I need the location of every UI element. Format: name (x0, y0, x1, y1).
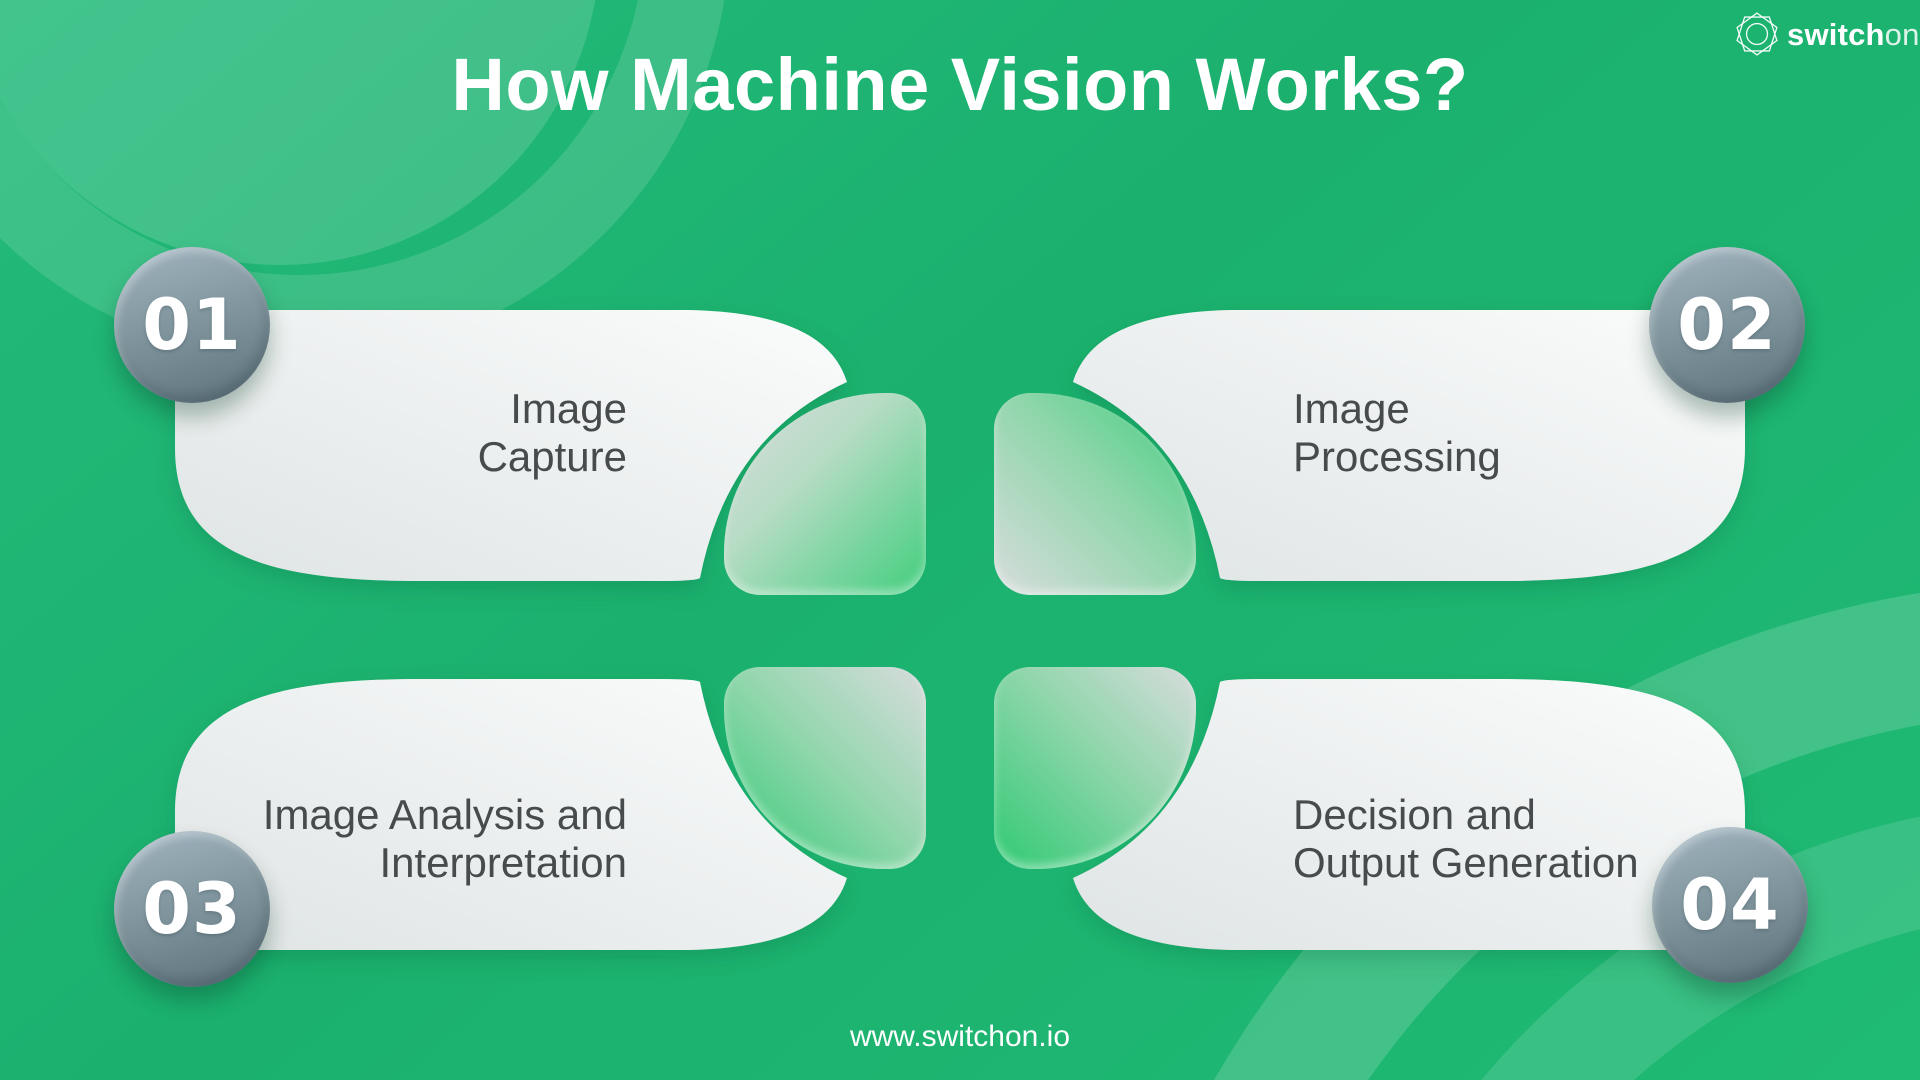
card-shape-step-2 (1073, 310, 1745, 581)
step-badge-2: 02 (1649, 247, 1805, 403)
step-label-line: Image Analysis and (262, 791, 627, 838)
step-number: 01 (142, 284, 242, 366)
step-label-line: Image (510, 385, 627, 432)
step-label-line: Output Generation (1293, 839, 1639, 886)
footer-url: www.switchon.io (849, 1020, 1071, 1053)
page-title: How Machine Vision Works? (451, 43, 1469, 126)
brand-logo-text-light: on (1884, 16, 1920, 52)
step-badge-1: 01 (114, 247, 270, 403)
step-label-2: Image Processing (1293, 385, 1813, 481)
step-label-line: Processing (1293, 433, 1501, 480)
step-number: 02 (1677, 284, 1777, 366)
step-number: 03 (142, 868, 242, 950)
brand-logo-text: switchon (1787, 19, 1920, 50)
step-label-1: Image Capture (107, 385, 627, 481)
step-badge-4: 04 (1652, 827, 1808, 983)
card-shape-step-4 (1073, 679, 1745, 950)
step-label-line: Interpretation (379, 839, 628, 886)
card-shape-step-1 (175, 310, 847, 581)
brand-logo: switchon (1735, 12, 1920, 56)
brand-logo-text-bold: switch (1787, 16, 1885, 52)
step-label-line: Image (1293, 385, 1410, 432)
step-badge-3: 03 (114, 831, 270, 987)
step-label-line: Capture (477, 433, 627, 480)
step-label-3: Image Analysis and Interpretation (107, 791, 627, 887)
card-shape-step-3 (175, 679, 847, 950)
step-label-line: Decision and (1293, 791, 1536, 838)
step-number: 04 (1680, 864, 1780, 946)
step-label-4: Decision and Output Generation (1293, 791, 1813, 887)
geometric-rosette-icon (1736, 12, 1778, 56)
